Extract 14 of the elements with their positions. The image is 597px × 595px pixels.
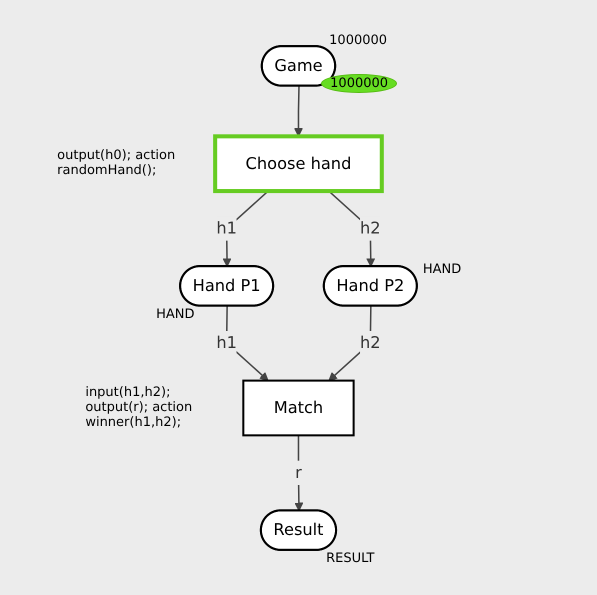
edge-label: h1 xyxy=(216,332,237,352)
inscription-text: output(h0); action randomHand(); xyxy=(57,148,176,178)
edge-label: r xyxy=(295,462,302,482)
node-box: Choose hand xyxy=(213,134,384,193)
edge-label: h1 xyxy=(216,218,237,238)
inscription-text: input(h1,h2); output(r); action winner(h1,h2); xyxy=(85,384,194,430)
annotation-text: HAND xyxy=(156,307,195,322)
arrow xyxy=(294,434,304,511)
node-box: Match xyxy=(242,379,355,436)
edge-label: h2 xyxy=(360,332,381,352)
annotation-text: HAND xyxy=(422,262,462,277)
edge-label: h2 xyxy=(360,218,381,238)
token-marking: 1000000 xyxy=(321,74,398,93)
annotation-text: RESULT xyxy=(326,551,374,566)
